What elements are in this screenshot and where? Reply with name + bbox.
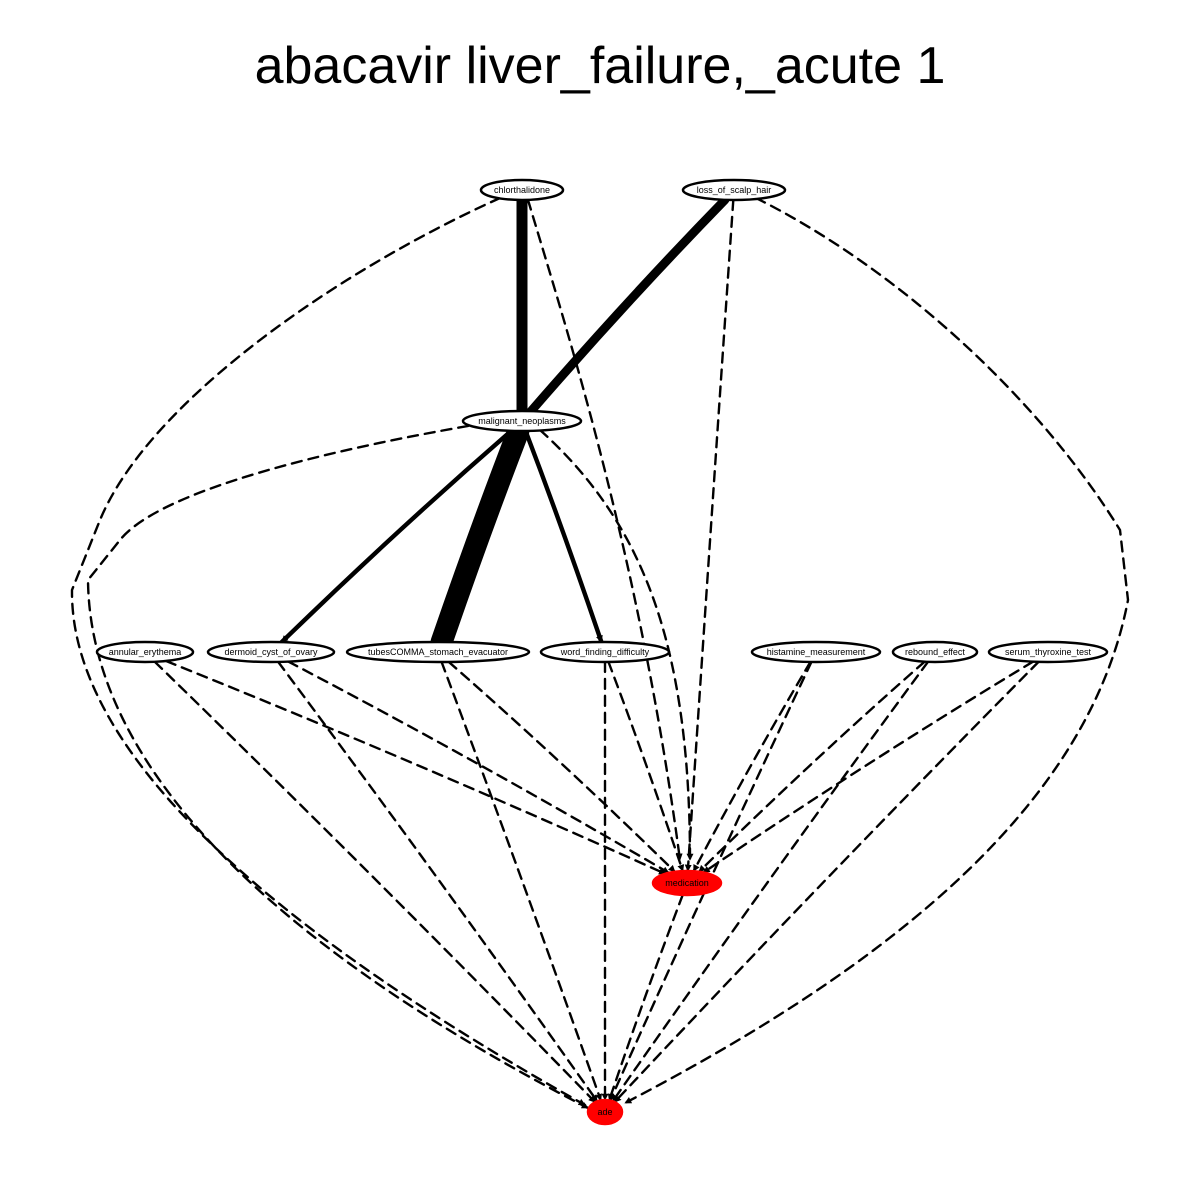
edge-malignant_neoplasms-to-word_finding_difficulty <box>523 428 604 645</box>
edge-rebound_effect-to-ade <box>611 660 930 1103</box>
node-label: tubesCOMMA_stomach_evacuator <box>368 647 508 657</box>
node-label: rebound_effect <box>905 647 965 657</box>
edge-malignant_neoplasms-to-medication <box>538 428 694 862</box>
node-label: malignant_neoplasms <box>478 416 566 426</box>
node-label: serum_thyroxine_test <box>1005 647 1092 657</box>
node-shape <box>987 640 1109 664</box>
node-tubesCOMMA_stomach_evacuator[interactable]: tubesCOMMA_stomach_evacuator <box>345 640 531 664</box>
edge-tubesCOMMA_stomach_evacuator-to-ade <box>440 660 603 1102</box>
edge-loss_of_scalp_hair-to-medication <box>684 198 735 873</box>
node-shape <box>479 178 565 202</box>
node-label: medication <box>665 878 709 888</box>
node-loss_of_scalp_hair[interactable]: loss_of_scalp_hair <box>681 178 787 202</box>
node-rebound_effect[interactable]: rebound_effect <box>891 640 979 664</box>
edge-serum_thyroxine_test-to-medication <box>702 660 1035 874</box>
node-shape <box>891 640 979 664</box>
edges-layer <box>70 194 1130 1110</box>
node-malignant_neoplasms[interactable]: malignant_neoplasms <box>461 409 583 433</box>
node-shape <box>95 640 195 664</box>
edge-dermoid_cyst_of_ovary-to-medication <box>287 660 670 875</box>
node-shape <box>651 869 723 897</box>
page-title: abacavir liver_failure,_acute 1 <box>254 37 946 95</box>
edge-tubesCOMMA_stomach_evacuator-to-medication <box>447 660 677 873</box>
node-shape <box>345 640 531 664</box>
edge-chlorthalidone-to-ade <box>70 196 587 1107</box>
node-chlorthalidone[interactable]: chlorthalidone <box>479 178 565 202</box>
node-label: annular_erythema <box>109 647 182 657</box>
nodes-layer: chlorthalidone loss_of_scalp_hair malignan… <box>95 178 1109 1126</box>
node-label: chlorthalidone <box>494 185 550 195</box>
node-histamine_measurement[interactable]: histamine_measurement <box>750 640 882 664</box>
node-word_finding_difficulty[interactable]: word_finding_difficulty <box>539 640 671 664</box>
node-shape <box>586 1098 624 1126</box>
edge-loss_of_scalp_hair-to-malignant_neoplasms <box>526 195 730 416</box>
node-label: loss_of_scalp_hair <box>697 185 772 195</box>
node-shape <box>539 640 671 664</box>
edge-malignant_neoplasms-to-tubesCOMMA_stomach_evacuator <box>430 420 530 653</box>
node-label: ade <box>597 1107 612 1117</box>
edge-word_finding_difficulty-to-medication <box>607 660 685 873</box>
node-shape <box>461 409 583 433</box>
node-label: histamine_measurement <box>767 647 866 657</box>
node-shape <box>681 178 787 202</box>
node-shape <box>750 640 882 664</box>
edge-chlorthalidone-to-medication <box>526 198 683 862</box>
edge-histamine_measurement-to-medication <box>692 660 812 873</box>
edge-annular_erythema-to-ade <box>153 660 597 1104</box>
edge-annular_erythema-to-medication <box>164 659 667 875</box>
edge-medication-to-ade <box>607 893 684 1102</box>
edge-dermoid_cyst_of_ovary-to-ade <box>277 660 599 1103</box>
edge-rebound_effect-to-medication <box>697 660 926 873</box>
edge-loss_of_scalp_hair-to-ade <box>623 196 1130 1105</box>
node-dermoid_cyst_of_ovary[interactable]: dermoid_cyst_of_ovary <box>206 640 336 664</box>
node-medication[interactable]: medication <box>651 869 723 897</box>
node-label: dermoid_cyst_of_ovary <box>224 647 318 657</box>
edge-serum_thyroxine_test-to-ade <box>613 660 1040 1104</box>
node-ade[interactable]: ade <box>586 1098 624 1126</box>
node-label: word_finding_difficulty <box>560 647 650 657</box>
edge-malignant_neoplasms-to-dermoid_cyst_of_ovary <box>279 428 514 645</box>
node-annular_erythema[interactable]: annular_erythema <box>95 640 195 664</box>
edge-malignant_neoplasms-to-ade <box>86 424 590 1110</box>
node-serum_thyroxine_test[interactable]: serum_thyroxine_test <box>987 640 1109 664</box>
node-shape <box>206 640 336 664</box>
